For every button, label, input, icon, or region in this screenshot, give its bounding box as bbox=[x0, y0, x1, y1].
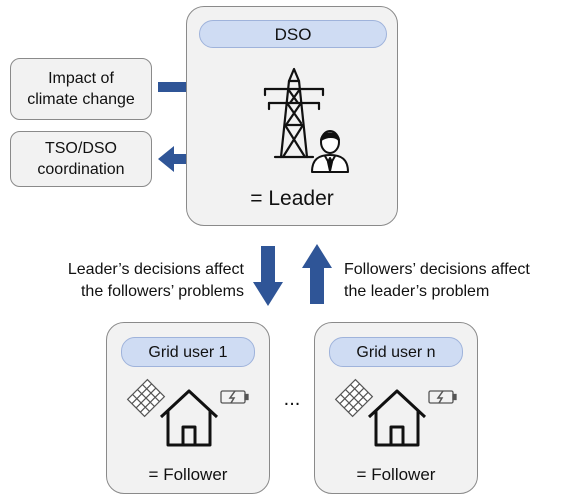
house-icon bbox=[367, 389, 427, 447]
up-flow-label: Followers’ decisions affect the leader’s… bbox=[344, 259, 560, 303]
leader-role: = Leader bbox=[250, 187, 334, 210]
follower-box-n: Grid user n = Follower bbox=[314, 322, 478, 494]
coordination-box: TSO/DSO coordination bbox=[10, 131, 152, 187]
leader-title: DSO bbox=[274, 25, 312, 44]
solar-panel-icon bbox=[126, 378, 166, 418]
coordination-line-2: coordination bbox=[37, 161, 125, 178]
follower-title-n: Grid user n bbox=[356, 344, 436, 361]
battery-charging-icon bbox=[428, 390, 457, 404]
climate-change-box: Impact of climate change bbox=[10, 58, 152, 120]
leader-title-pill: DSO bbox=[199, 20, 387, 48]
leader-box: DSO = Leader bbox=[186, 6, 398, 226]
follower-title-1: Grid user 1 bbox=[148, 344, 228, 361]
follower-box-1: Grid user 1 = Follower bbox=[106, 322, 270, 494]
down-flow-label: Leader’s decisions affect the followers’… bbox=[20, 259, 244, 303]
climate-line-1: Impact of bbox=[48, 70, 114, 87]
follower-title-pill-n: Grid user n bbox=[329, 337, 463, 367]
climate-line-2: climate change bbox=[27, 91, 135, 108]
up-arrow-icon bbox=[302, 244, 332, 304]
solar-panel-icon bbox=[334, 378, 374, 418]
follower-title-pill-1: Grid user 1 bbox=[121, 337, 255, 367]
battery-charging-icon bbox=[220, 390, 249, 404]
down-arrow-icon bbox=[253, 246, 283, 306]
house-icon bbox=[159, 389, 219, 447]
businessman-icon bbox=[311, 130, 349, 173]
follower-role-1: = Follower bbox=[148, 465, 228, 484]
up-flow-line-1: Followers’ decisions affect bbox=[344, 261, 530, 278]
transmission-tower-icon bbox=[263, 67, 325, 159]
down-flow-line-2: the followers’ problems bbox=[80, 283, 244, 300]
follower-role-n: = Follower bbox=[356, 465, 436, 484]
coordination-line-1: TSO/DSO bbox=[44, 140, 117, 157]
down-flow-line-1: Leader’s decisions affect bbox=[67, 261, 244, 278]
ellipsis: ... bbox=[283, 388, 301, 410]
up-flow-line-2: the leader’s problem bbox=[344, 283, 490, 300]
